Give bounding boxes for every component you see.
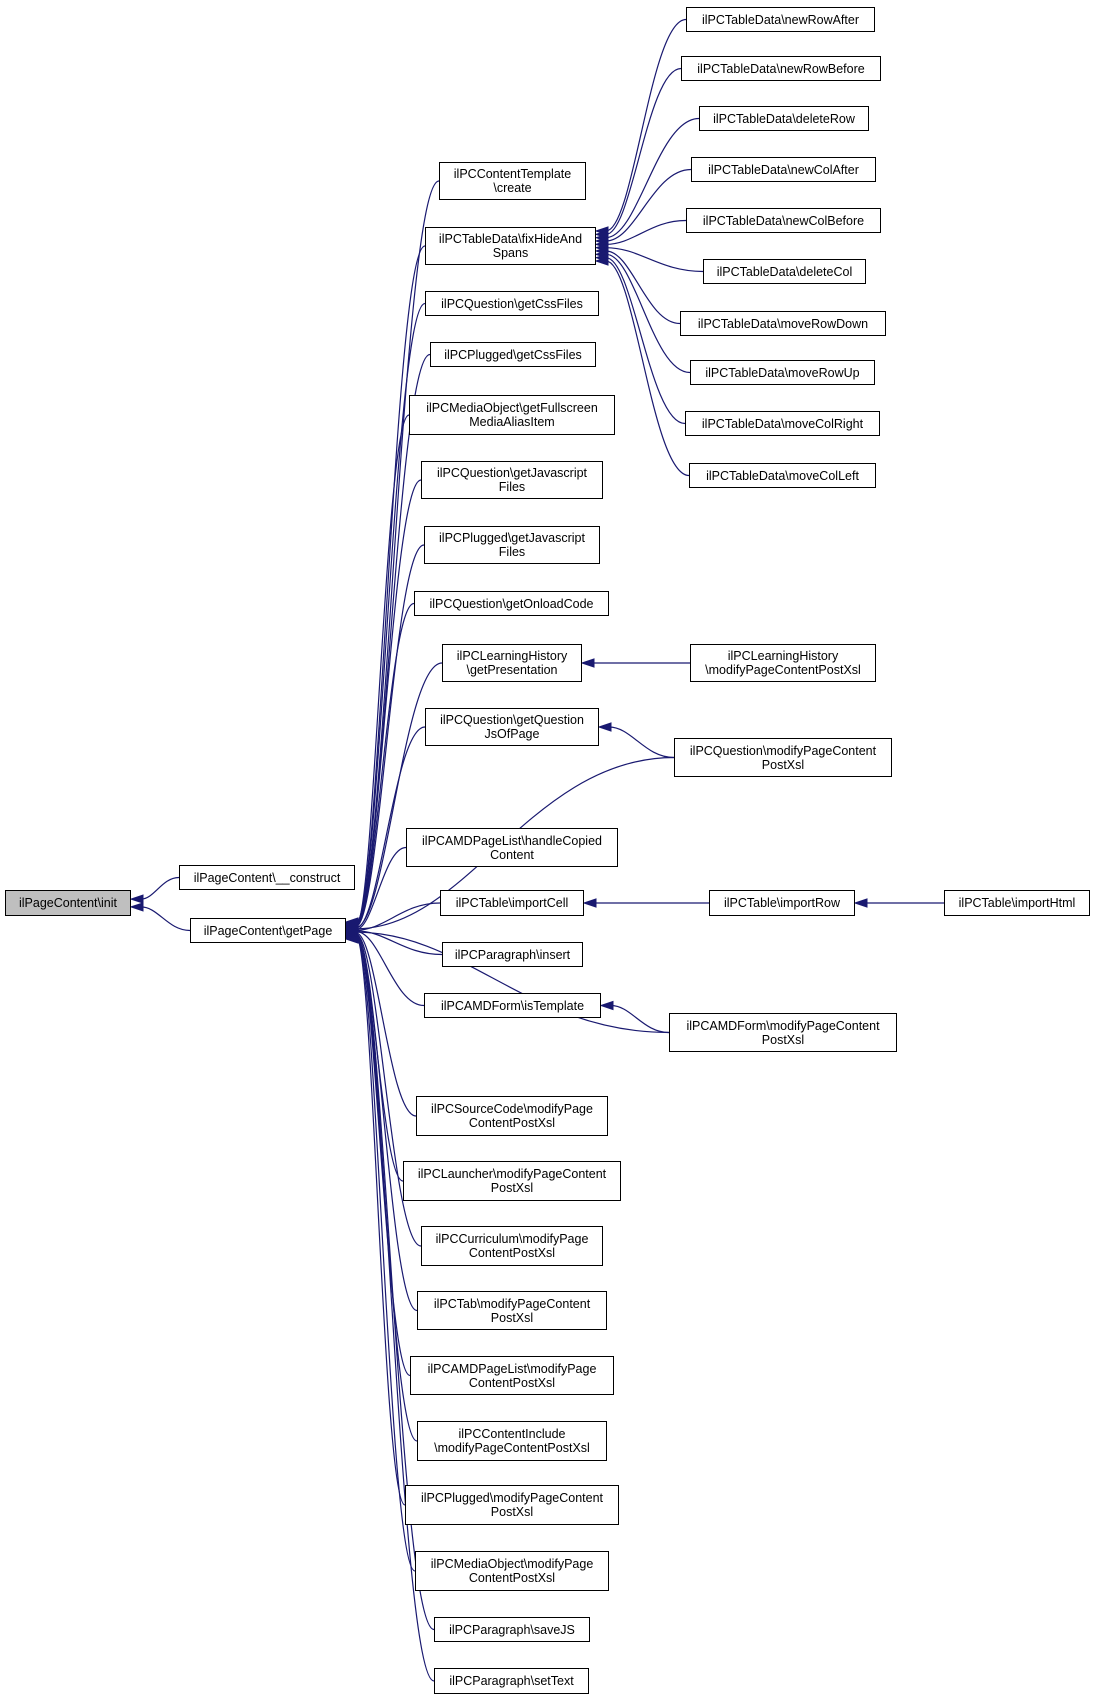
edge-tdMoveColRight-to-fixHide xyxy=(605,257,686,425)
edge-tdNewColBefore-to-fixHide xyxy=(605,219,687,245)
edge-currMod-to-getPage xyxy=(355,933,422,1247)
node-par-save-js[interactable]: ilPCParagraph\saveJS xyxy=(434,1617,590,1642)
node-q-css[interactable]: ilPCQuestion\getCssFiles xyxy=(425,291,599,316)
node-amd-form-mod[interactable]: ilPCAMDForm\modifyPageContent PostXsl xyxy=(669,1013,897,1052)
edge-moMod-to-getPage xyxy=(355,937,416,1572)
node-amd-handle[interactable]: ilPCAMDPageList\handleCopied Content xyxy=(406,828,618,867)
node-par-insert[interactable]: ilPCParagraph\insert xyxy=(442,942,583,967)
node-mo-full[interactable]: ilPCMediaObject\getFullscreen MediaAlias… xyxy=(409,395,615,435)
node-q-js[interactable]: ilPCQuestion\getJavascript Files xyxy=(421,461,603,499)
node-td-move-row-up[interactable]: ilPCTableData\moveRowUp xyxy=(690,360,875,385)
node-td-delete-col[interactable]: ilPCTableData\deleteCol xyxy=(703,259,866,284)
node-ct-create[interactable]: ilPCContentTemplate \create xyxy=(439,162,586,200)
node-td-new-row-before[interactable]: ilPCTableData\newRowBefore xyxy=(681,56,881,81)
edge-tdMoveRowUp-to-fixHide xyxy=(605,253,691,374)
node-q-onload[interactable]: ilPCQuestion\getOnloadCode xyxy=(414,591,609,616)
edge-construct-to-init xyxy=(140,876,180,900)
edge-amdFormMod-to-amdIsTpl xyxy=(610,1004,670,1034)
node-q-quest-js[interactable]: ilPCQuestion\getQuestion JsOfPage xyxy=(425,708,599,746)
node-construct[interactable]: ilPageContent\__construct xyxy=(179,865,355,890)
node-t-import-cell[interactable]: ilPCTable\importCell xyxy=(440,890,584,916)
arrowhead-lhPres xyxy=(580,658,595,668)
arrowhead-init xyxy=(129,902,144,912)
node-amd-list-mod[interactable]: ilPCAMDPageList\modifyPage ContentPostXs… xyxy=(410,1356,614,1395)
edge-tImportCell-to-getPage xyxy=(355,902,441,931)
edge-tdMoveRowDown-to-fixHide xyxy=(605,250,681,325)
arrowhead-fixHide xyxy=(594,256,609,266)
node-plug-mod[interactable]: ilPCPlugged\modifyPageContent PostXsl xyxy=(405,1485,619,1525)
edge-tdNewColAfter-to-fixHide xyxy=(605,168,692,242)
edge-amdIsTpl-to-getPage xyxy=(355,930,425,1007)
node-td-new-col-before[interactable]: ilPCTableData\newColBefore xyxy=(686,208,881,233)
arrowhead-tImportCell xyxy=(582,898,597,908)
node-td-delete-row[interactable]: ilPCTableData\deleteRow xyxy=(699,106,869,131)
edge-qJs-to-getPage xyxy=(355,479,422,926)
edge-moFull-to-getPage xyxy=(355,414,410,926)
node-tab-mod[interactable]: ilPCTab\modifyPageContent PostXsl xyxy=(417,1291,607,1330)
edge-tdNewRowBefore-to-fixHide xyxy=(605,67,682,235)
node-par-set-text[interactable]: ilPCParagraph\setText xyxy=(434,1668,589,1694)
edge-tdMoveColLeft-to-fixHide xyxy=(605,260,690,477)
node-lh-mod[interactable]: ilPCLearningHistory \modifyPageContentPo… xyxy=(690,644,876,682)
edge-qOnload-to-getPage xyxy=(355,602,415,928)
edge-parSaveJS-to-getPage xyxy=(355,937,435,1631)
edge-tabMod-to-getPage xyxy=(355,934,418,1312)
edge-tdDeleteRow-to-fixHide xyxy=(605,117,700,239)
node-td-new-row-after[interactable]: ilPCTableData\newRowAfter xyxy=(686,7,875,32)
arrowhead-qQuestJs xyxy=(597,722,612,732)
node-q-mod[interactable]: ilPCQuestion\modifyPageContent PostXsl xyxy=(674,738,892,777)
edge-parInsert-to-getPage xyxy=(355,930,443,956)
arrowhead-init xyxy=(129,894,144,904)
node-launch-mod[interactable]: ilPCLauncher\modifyPageContent PostXsl xyxy=(403,1161,621,1201)
edge-plugMod-to-getPage xyxy=(355,936,406,1506)
node-td-move-row-down[interactable]: ilPCTableData\moveRowDown xyxy=(680,311,886,336)
node-amd-is-tpl[interactable]: ilPCAMDForm\isTemplate xyxy=(424,993,601,1018)
node-td-move-col-left[interactable]: ilPCTableData\moveColLeft xyxy=(689,463,876,488)
node-get-page[interactable]: ilPageContent\getPage xyxy=(190,918,346,943)
edge-qQuestJs-to-getPage xyxy=(355,726,426,929)
edge-tdDeleteCol-to-fixHide xyxy=(605,247,704,273)
edge-qCss-to-getPage xyxy=(355,302,426,924)
node-p-css[interactable]: ilPCPlugged\getCssFiles xyxy=(430,342,596,367)
node-init[interactable]: ilPageContent\init xyxy=(5,890,131,916)
node-td-new-col-after[interactable]: ilPCTableData\newColAfter xyxy=(691,157,876,182)
node-mo-mod[interactable]: ilPCMediaObject\modifyPage ContentPostXs… xyxy=(415,1551,609,1591)
edge-amdFormMod-to-getPage xyxy=(355,931,670,1034)
edge-tdNewRowAfter-to-fixHide xyxy=(605,18,687,232)
node-fix-hide[interactable]: ilPCTableData\fixHideAnd Spans xyxy=(425,227,596,265)
edge-parSetText-to-getPage xyxy=(355,938,435,1682)
node-t-import-html[interactable]: ilPCTable\importHtml xyxy=(944,890,1090,916)
arrowhead-tImportRow xyxy=(853,898,868,908)
node-sc-mod[interactable]: ilPCSourceCode\modifyPage ContentPostXsl xyxy=(416,1096,608,1136)
node-t-import-row[interactable]: ilPCTable\importRow xyxy=(709,890,855,916)
node-td-move-col-right[interactable]: ilPCTableData\moveColRight xyxy=(685,411,880,436)
node-p-js[interactable]: ilPCPlugged\getJavascript Files xyxy=(424,526,600,564)
edge-qMod-to-qQuestJs xyxy=(608,726,675,759)
arrowhead-amdIsTpl xyxy=(599,1000,614,1011)
edge-getPage-to-init xyxy=(140,906,191,932)
node-ci-mod[interactable]: ilPCContentInclude \modifyPageContentPos… xyxy=(417,1421,607,1461)
edge-amdHandle-to-getPage xyxy=(355,846,407,931)
node-lh-pres[interactable]: ilPCLearningHistory \getPresentation xyxy=(442,644,582,682)
node-curr-mod[interactable]: ilPCCurriculum\modifyPage ContentPostXsl xyxy=(421,1226,603,1266)
edge-scMod-to-getPage xyxy=(355,932,417,1117)
arrowhead-getPage xyxy=(344,934,359,944)
